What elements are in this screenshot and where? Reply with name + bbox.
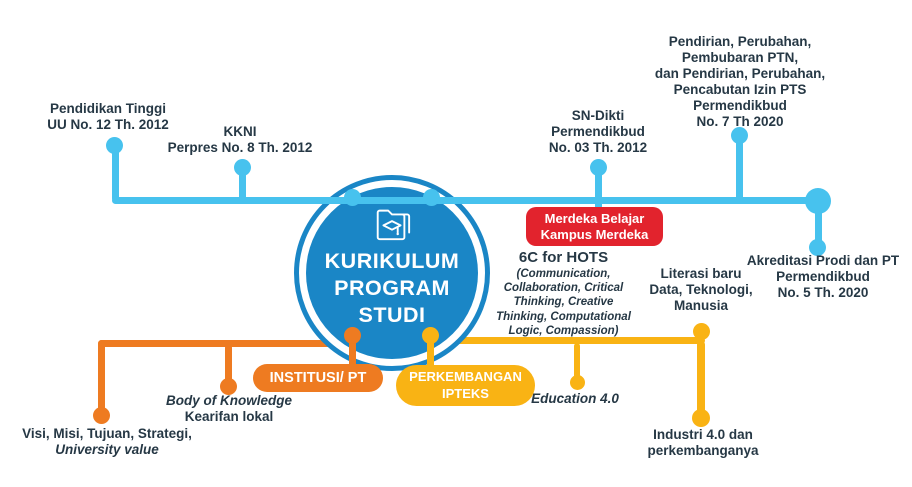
- ipteks-branch-hline: [432, 337, 705, 344]
- label-line: SN-Dikti: [571, 108, 625, 123]
- pendirian-node: [731, 127, 748, 144]
- visi-node: [93, 407, 110, 424]
- label-line: Industri 4.0 dan: [653, 427, 753, 442]
- education-40-label: Education 4.0: [514, 391, 636, 407]
- center-title: KURIKULUM PROGRAM STUDI: [325, 248, 460, 329]
- label-line: Pencabutan Izin PTS: [673, 81, 807, 97]
- institusi-branch-hline: [98, 340, 345, 347]
- merdeka-belajar-badge: Merdeka Belajar Kampus Merdeka: [526, 207, 663, 246]
- body-of-knowledge-vline: [225, 344, 232, 385]
- pendirian-ptn-label: Pendirian, Perubahan, Pembubaran PTN, da…: [637, 34, 843, 130]
- center-circle: KURIKULUM PROGRAM STUDI: [306, 187, 478, 359]
- akreditasi-node: [809, 239, 826, 256]
- circle-left-node: [344, 189, 361, 206]
- label-line: Education 4.0: [531, 391, 619, 406]
- visi-branch-vline: [98, 340, 105, 416]
- timeline-main-line: [112, 197, 822, 204]
- label-line: Manusia: [673, 297, 728, 313]
- label-line: University value: [55, 441, 159, 457]
- hots-detail-line: Thinking, Computational: [496, 310, 631, 323]
- sndikti-vline: [595, 168, 602, 211]
- label-line: Visi, Misi, Tujuan, Strategi,: [22, 426, 192, 441]
- perkembangan-ipteks-badge: PERKEMBANGAN IPTEKS: [396, 365, 535, 406]
- label-line: perkembanganya: [647, 442, 759, 458]
- industri-40-label: Industri 4.0 dan perkembanganya: [638, 427, 768, 459]
- ipteks-badge-line: PERKEMBANGAN: [409, 369, 522, 385]
- ipteks-badge-stub: [427, 334, 434, 369]
- label-line: Pembubaran PTN,: [681, 49, 799, 65]
- pendirian-vline: [736, 136, 743, 202]
- merdeka-badge-line: Merdeka Belajar: [544, 211, 645, 227]
- label-line: No. 7 Th 2020: [696, 113, 784, 129]
- label-line: Permendikbud: [693, 97, 787, 113]
- label-line: Body of Knowledge: [166, 393, 292, 408]
- industri-vline: [697, 341, 705, 415]
- ipteks-badge-line: IPTEKS: [442, 385, 489, 401]
- label-line: Akreditasi Prodi dan PT: [746, 253, 900, 268]
- label-line: Pendidikan Tinggi: [49, 101, 166, 116]
- label-line: Pendirian, Perubahan,: [668, 34, 812, 49]
- folder-graduation-cap-icon: [371, 203, 413, 248]
- hots-detail-line: Logic, Compassion): [508, 325, 619, 338]
- pendidikan-tinggi-label: Pendidikan Tinggi UU No. 12 Th. 2012: [18, 101, 198, 133]
- label-line: No. 03 Th. 2012: [548, 139, 648, 155]
- label-line: UU No. 12 Th. 2012: [47, 116, 169, 132]
- body-of-knowledge-label: Body of Knowledge Kearifan lokal: [153, 393, 305, 425]
- hots-detail-line: Collaboration, Critical: [503, 282, 624, 295]
- industri-node: [692, 409, 710, 427]
- label-line: Permendikbud: [551, 123, 645, 139]
- education-vline: [574, 343, 580, 379]
- center-title-line: STUDI: [358, 303, 426, 328]
- center-title-line: KURIKULUM: [324, 249, 460, 273]
- kkni-node: [234, 159, 251, 176]
- institusi-pt-badge: INSTITUSI/ PT: [253, 364, 383, 392]
- akreditasi-label: Akreditasi Prodi dan PT Permendikbud No.…: [730, 253, 912, 301]
- merdeka-badge-line: Kampus Merdeka: [540, 226, 649, 242]
- label-line: Kearifan lokal: [184, 408, 274, 424]
- label-line: Data, Teknologi,: [649, 281, 753, 297]
- body-of-knowledge-node: [220, 378, 237, 395]
- institusi-badge-label: INSTITUSI/ PT: [269, 370, 367, 386]
- literasi-node: [693, 323, 710, 340]
- institusi-circle-node: [344, 327, 361, 344]
- hots-label: 6C for HOTS (Communication, Collaboratio…: [487, 249, 640, 339]
- pendidikan-vline: [112, 146, 119, 202]
- sndikti-node: [590, 159, 607, 176]
- center-title-line: PROGRAM: [334, 276, 450, 301]
- pendidikan-node: [106, 137, 123, 154]
- ipteks-circle-node: [422, 327, 439, 344]
- label-line: dan Pendirian, Perubahan,: [654, 65, 826, 81]
- hots-title: 6C for HOTS: [518, 249, 609, 266]
- hots-detail-line: (Communication,: [516, 267, 611, 280]
- label-line: Literasi baru: [660, 266, 742, 281]
- hots-detail-line: Thinking, Creative: [513, 296, 614, 309]
- label-line: Permendikbud: [776, 268, 870, 284]
- label-line: KKNI: [223, 124, 257, 139]
- institusi-badge-stub: [349, 334, 356, 368]
- visi-misi-label: Visi, Misi, Tujuan, Strategi, University…: [13, 426, 201, 458]
- label-line: Perpres No. 8 Th. 2012: [167, 139, 313, 155]
- label-line: No. 5 Th. 2020: [777, 284, 869, 300]
- education-node: [570, 375, 585, 390]
- kkni-vline: [239, 168, 246, 202]
- circle-right-node: [423, 189, 440, 206]
- akreditasi-vline: [815, 200, 822, 248]
- kkni-label: KKNI Perpres No. 8 Th. 2012: [150, 124, 330, 156]
- literasi-baru-label: Literasi baru Data, Teknologi, Manusia: [640, 266, 762, 314]
- sn-dikti-label: SN-Dikti Permendikbud No. 03 Th. 2012: [520, 108, 676, 156]
